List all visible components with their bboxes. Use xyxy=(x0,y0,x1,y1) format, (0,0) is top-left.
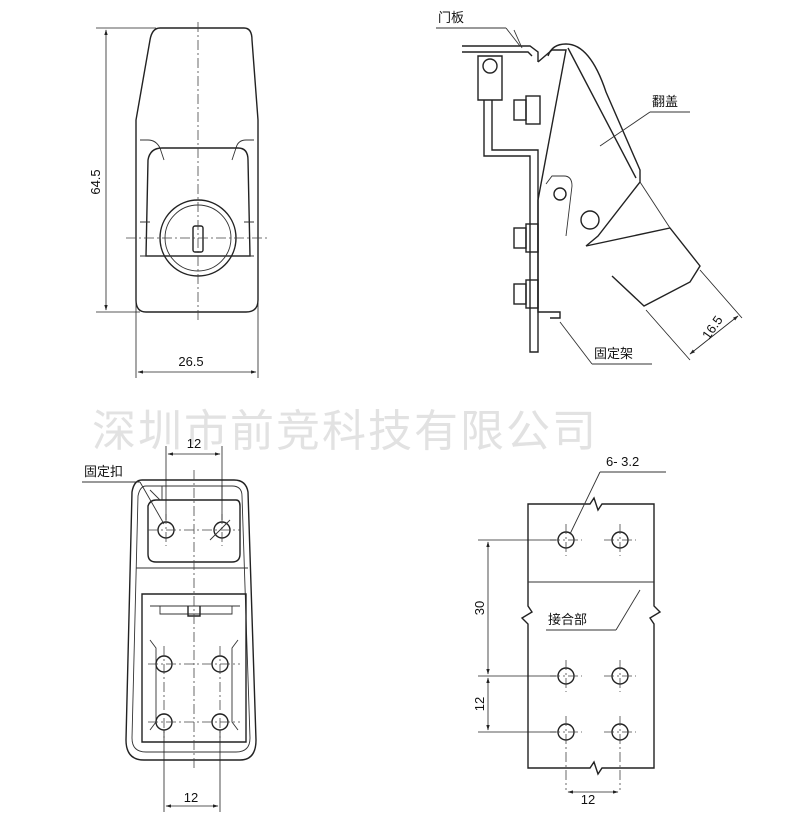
label-holes: 6- 3.2 xyxy=(606,454,639,469)
watermark-text: 深圳市前竞科技有限公司 xyxy=(92,406,598,457)
label-flip-cover: 翻盖 xyxy=(652,95,678,110)
back-dim-top: 12 xyxy=(187,436,201,451)
front-view: 64.5 26.5 xyxy=(88,22,270,378)
label-clip: 固定扣 xyxy=(84,465,123,480)
back-view: 12 12 固定扣 xyxy=(82,436,257,812)
side-view: 16.5 门板 翻盖 固定架 xyxy=(436,11,743,365)
side-dim-depth: 16.5 xyxy=(699,313,726,342)
label-door-panel: 门板 xyxy=(438,11,464,26)
front-dim-height: 64.5 xyxy=(88,169,103,194)
plate-dim-30: 30 xyxy=(472,601,487,615)
label-joint: 接合部 xyxy=(548,612,587,628)
plate-dim-12-bottom: 12 xyxy=(581,792,595,807)
plate-view: 30 12 12 6- 3.2 接合部 xyxy=(472,454,666,807)
label-bracket: 固定架 xyxy=(594,347,633,362)
plate-dim-12-vertical: 12 xyxy=(472,697,487,711)
front-dim-width: 26.5 xyxy=(178,354,203,369)
back-dim-bottom: 12 xyxy=(184,790,198,805)
